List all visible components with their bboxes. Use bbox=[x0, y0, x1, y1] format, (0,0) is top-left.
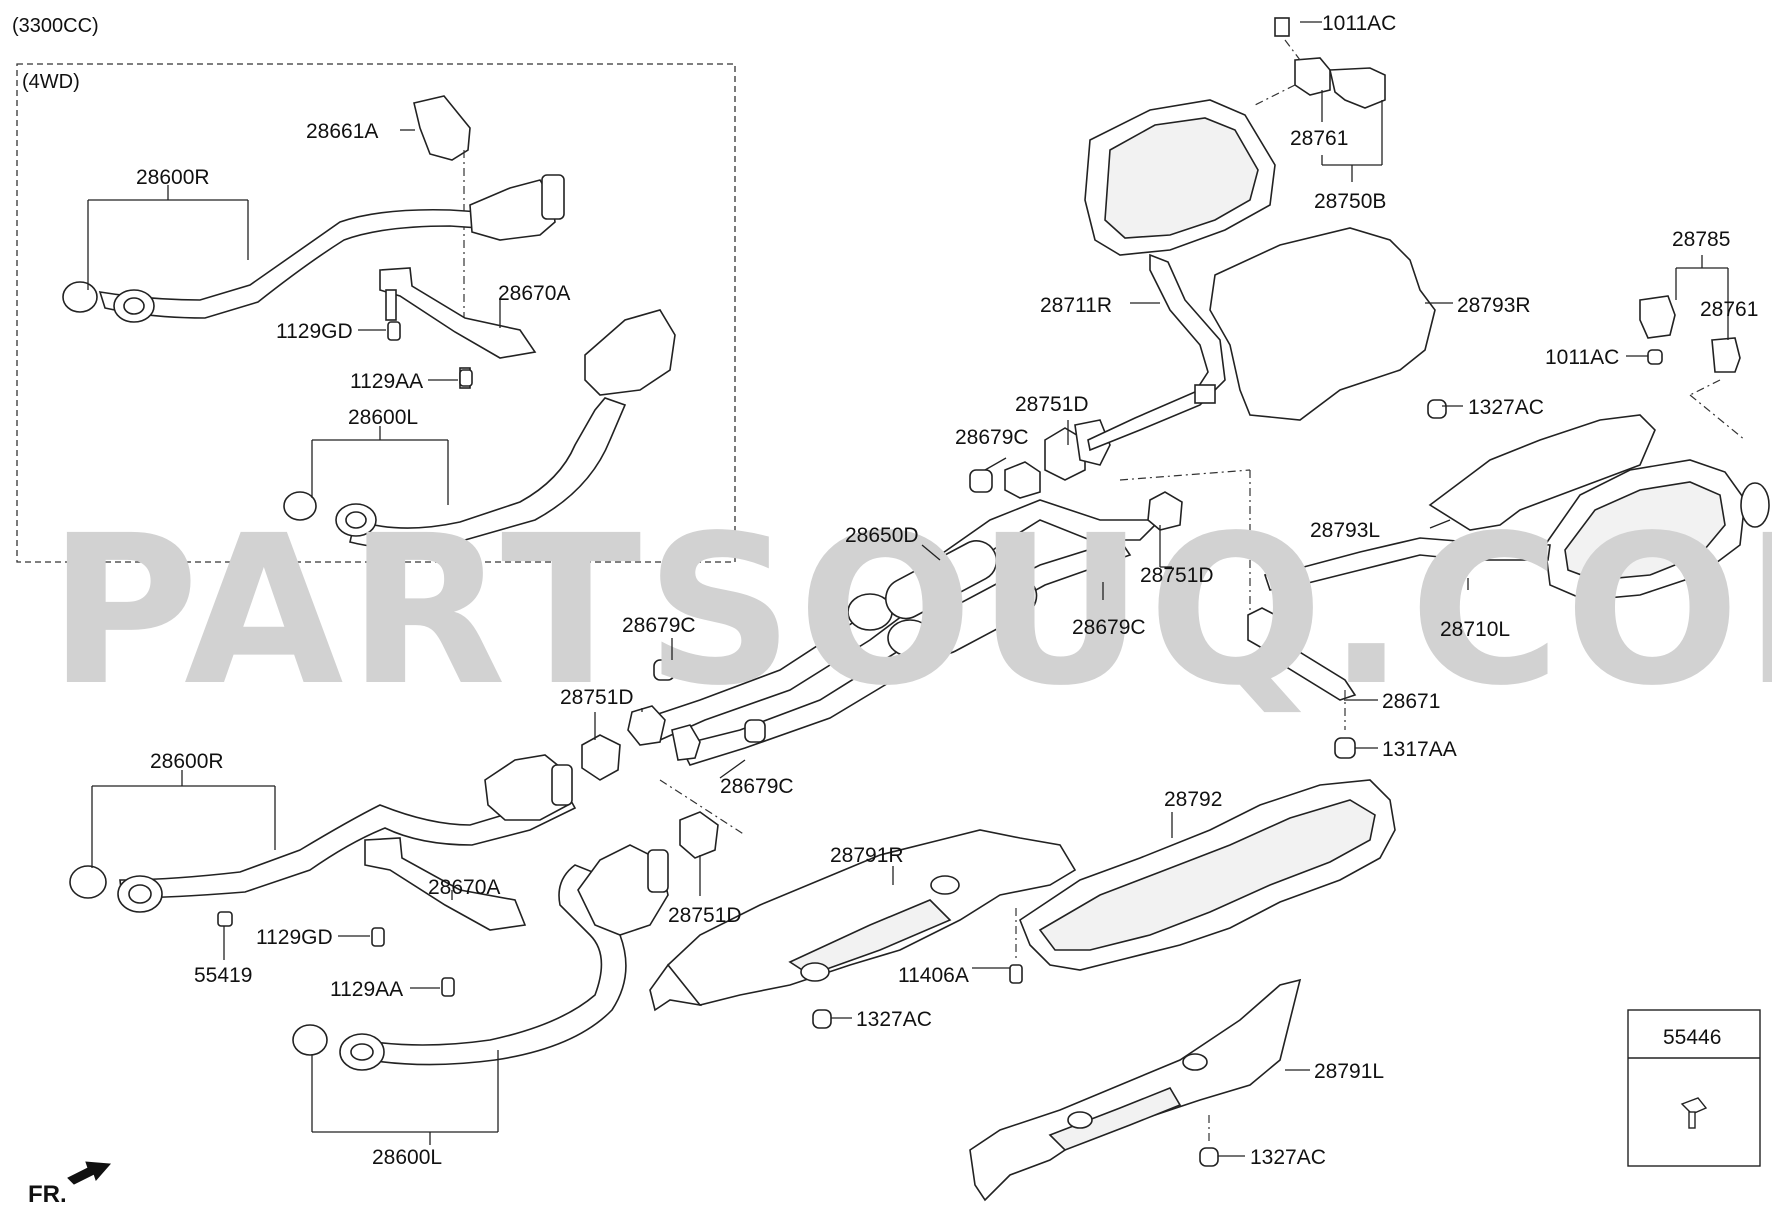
engine-note: (3300CC) bbox=[12, 15, 99, 37]
leader-lines bbox=[87, 21, 1729, 1157]
label-1129gd-4wd: 1129GD bbox=[276, 320, 353, 343]
hanger-28785 bbox=[1639, 295, 1676, 339]
nut-1327ac-mid bbox=[812, 1009, 832, 1029]
gasket-28751d-right bbox=[1147, 491, 1183, 531]
hanger-28750b bbox=[1329, 67, 1386, 109]
label-28679c-mid: 28679C bbox=[622, 614, 696, 637]
label-28751d-right: 28751D bbox=[1140, 564, 1214, 587]
catalyst-4wd-left bbox=[584, 309, 676, 396]
label-28761-right: 28761 bbox=[1700, 298, 1758, 321]
label-28793r: 28793R bbox=[1457, 294, 1531, 317]
4wd-group-box bbox=[16, 63, 736, 563]
label-1011ac-right: 1011AC bbox=[1545, 346, 1619, 369]
label-28791r: 28791R bbox=[830, 844, 904, 867]
nut-1317aa bbox=[1334, 737, 1356, 759]
bolt-1011ac-right bbox=[1647, 349, 1663, 365]
front-direction-indicator: FR. bbox=[28, 1161, 112, 1208]
label-28600l: 28600L bbox=[372, 1146, 442, 1169]
label-28710l: 28710L bbox=[1440, 618, 1510, 641]
label-28785: 28785 bbox=[1672, 228, 1730, 251]
label-1011ac-top: 1011AC bbox=[1322, 12, 1396, 35]
label-28600r-4wd: 28600R bbox=[136, 166, 210, 189]
label-28650d: 28650D bbox=[845, 524, 919, 547]
heat-shield-28791r bbox=[667, 829, 1077, 1006]
hanger-28761-top bbox=[1294, 57, 1331, 96]
label-28679c-right: 28679C bbox=[1072, 616, 1146, 639]
label-28751d-mid: 28751D bbox=[560, 686, 634, 709]
drive-note: (4WD) bbox=[22, 71, 80, 93]
front-label: FR. bbox=[28, 1181, 67, 1208]
label-28679c-low: 28679C bbox=[720, 775, 794, 798]
label-1327ac-bottom: 1327AC bbox=[1250, 1146, 1326, 1169]
label-28711r: 28711R bbox=[1040, 294, 1112, 317]
part-legend-box: 55446 bbox=[1627, 1009, 1761, 1167]
bolt-icon bbox=[1680, 1097, 1708, 1129]
label-1327ac-top: 1327AC bbox=[1468, 396, 1544, 419]
bolt-1129aa bbox=[441, 977, 455, 997]
nut-1327ac-bottom bbox=[1199, 1147, 1219, 1167]
bolt-1129gd-4wd bbox=[387, 321, 401, 341]
gasket-28751d-center bbox=[1044, 427, 1086, 481]
part-labels: 1011AC 28761 28750B 28711R 28793R 28785 … bbox=[136, 12, 1758, 1169]
label-28600r: 28600R bbox=[150, 750, 224, 773]
label-1327ac-mid: 1327AC bbox=[856, 1008, 932, 1031]
label-28600l-4wd: 28600L bbox=[348, 406, 418, 429]
label-28793l: 28793L bbox=[1310, 519, 1380, 542]
catalyst-front-left bbox=[577, 844, 669, 936]
label-1129gd: 1129GD bbox=[256, 926, 333, 949]
heat-shield-28793r bbox=[1209, 227, 1436, 421]
label-28671: 28671 bbox=[1382, 690, 1440, 713]
hanger-28761-right bbox=[1711, 337, 1741, 373]
diagram-artwork bbox=[16, 17, 1770, 1202]
label-1129aa: 1129AA bbox=[330, 978, 403, 1001]
label-28679c-center: 28679C bbox=[955, 426, 1029, 449]
heat-shield-28793l bbox=[1428, 414, 1656, 531]
bolt-1129aa-4wd bbox=[459, 369, 473, 387]
label-28751d-center: 28751D bbox=[1015, 393, 1089, 416]
label-28661a: 28661A bbox=[306, 120, 378, 143]
legend-part-number: 55446 bbox=[1663, 1026, 1721, 1049]
front-pipe-28600l-4wd bbox=[349, 397, 627, 549]
heat-shield-28791l bbox=[969, 978, 1302, 1202]
catalyst-4wd-right bbox=[469, 179, 556, 241]
bolt-11406a bbox=[1009, 964, 1023, 984]
label-1317aa: 1317AA bbox=[1382, 738, 1457, 761]
bracket-28670a bbox=[364, 837, 527, 931]
bolt-55419 bbox=[217, 911, 233, 927]
label-28750b: 28750B bbox=[1314, 190, 1386, 213]
nut-1327ac-top bbox=[1427, 399, 1447, 419]
label-28751d-low: 28751D bbox=[668, 904, 742, 927]
arrow-icon bbox=[67, 1161, 112, 1185]
label-28791l: 28791L bbox=[1314, 1060, 1384, 1083]
gasket-28751d-mid bbox=[581, 734, 621, 781]
label-55419: 55419 bbox=[194, 964, 252, 987]
bolt-1129gd bbox=[371, 927, 385, 947]
watermark: PARTSOUQ.COM bbox=[48, 491, 1772, 731]
label-11406a: 11406A bbox=[898, 964, 969, 987]
label-28670a: 28670A bbox=[428, 876, 500, 899]
label-28792: 28792 bbox=[1164, 788, 1222, 811]
label-28761-top: 28761 bbox=[1290, 127, 1348, 150]
bracket-28661a bbox=[413, 95, 471, 161]
label-1129aa-4wd: 1129AA bbox=[350, 370, 423, 393]
label-28670a-4wd: 28670A bbox=[498, 282, 570, 305]
